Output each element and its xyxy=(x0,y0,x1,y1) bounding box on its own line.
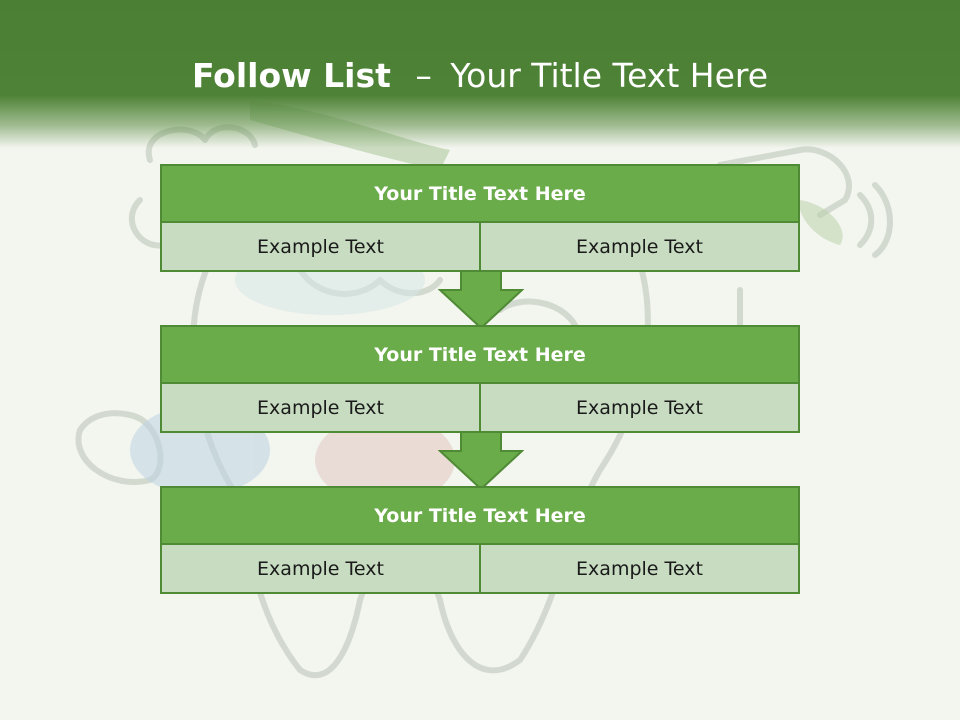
list-item-title: Your Title Text Here xyxy=(162,166,798,221)
title-bold: Follow List xyxy=(191,56,391,95)
list-item-cell-left: Example Text xyxy=(162,223,479,270)
down-arrow-icon xyxy=(438,270,524,330)
list-item-cell-right: Example Text xyxy=(481,545,798,592)
list-item-row: Example Text Example Text xyxy=(162,223,798,270)
list-item-row: Example Text Example Text xyxy=(162,545,798,592)
page-title: Follow List – Your Title Text Here xyxy=(0,52,960,100)
list-item-cell-right: Example Text xyxy=(481,384,798,431)
list-item-title: Your Title Text Here xyxy=(162,327,798,382)
list-item-title: Your Title Text Here xyxy=(162,488,798,543)
title-rest: Your Title Text Here xyxy=(450,56,769,95)
list-item-cell-left: Example Text xyxy=(162,545,479,592)
list-item: Your Title Text Here Example Text Exampl… xyxy=(160,325,800,433)
list-item-row: Example Text Example Text xyxy=(162,384,798,431)
list-item: Your Title Text Here Example Text Exampl… xyxy=(160,486,800,594)
list-item-cell-left: Example Text xyxy=(162,384,479,431)
down-arrow-icon xyxy=(438,431,524,491)
list-item: Your Title Text Here Example Text Exampl… xyxy=(160,164,800,272)
list-item-cell-right: Example Text xyxy=(481,223,798,270)
title-banner xyxy=(0,0,960,148)
title-separator: – xyxy=(415,56,432,95)
